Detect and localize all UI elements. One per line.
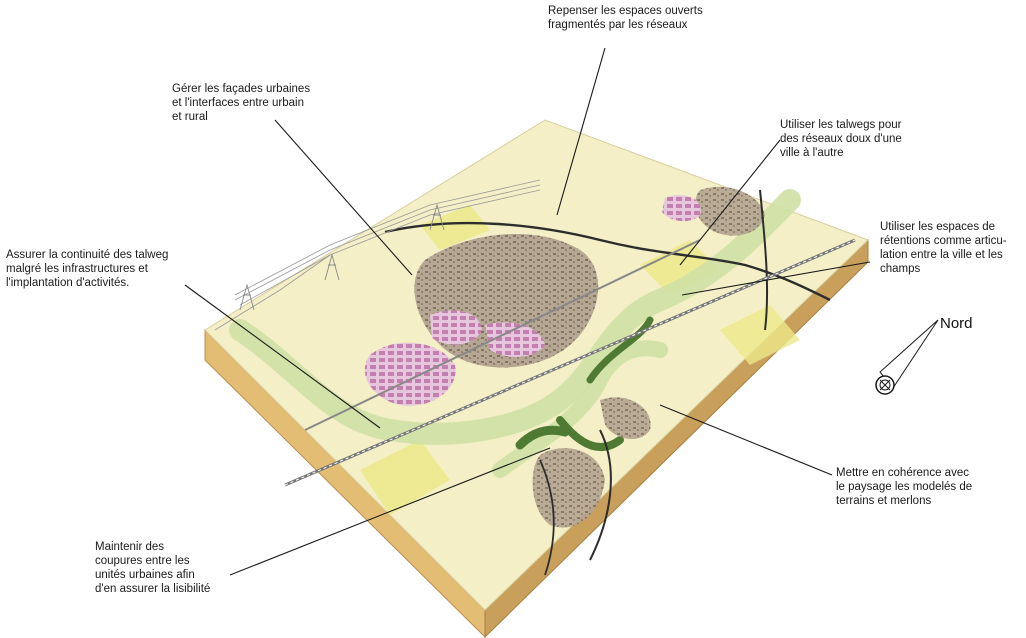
compass-label: Nord [940, 315, 973, 332]
north-arrow-icon [876, 320, 938, 394]
terrain-surface [205, 120, 868, 610]
